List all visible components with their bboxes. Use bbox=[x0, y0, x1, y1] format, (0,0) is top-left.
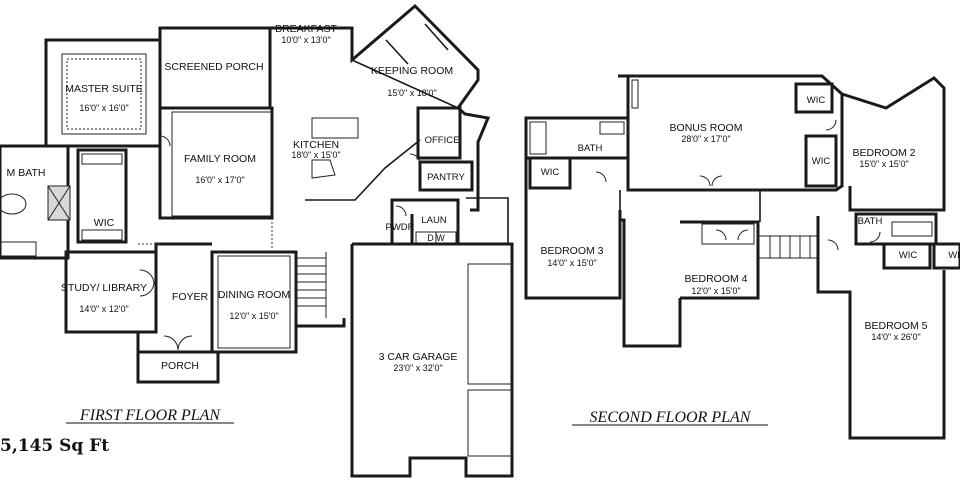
wic-mid-label: WIC bbox=[812, 156, 831, 167]
laundry-label: LAUN bbox=[421, 215, 446, 226]
study-label: STUDY/ LIBRARY bbox=[61, 282, 147, 294]
family-room-label: FAMILY ROOM bbox=[184, 153, 256, 165]
wic-left-walls bbox=[528, 156, 572, 190]
master-suite-label: MASTER SUITE bbox=[65, 83, 143, 95]
kitchen-label: KITCHEN bbox=[293, 139, 339, 151]
master-suite-dims: 16'0" x 16'0" bbox=[79, 103, 128, 113]
dining-room-label: DINING ROOM bbox=[218, 289, 290, 301]
breakfast-keeping-walls bbox=[270, 3, 491, 212]
pantry-label: PANTRY bbox=[427, 172, 465, 183]
wic-left-label: WIC bbox=[541, 167, 560, 178]
powder-room-label: PWDR bbox=[385, 222, 414, 233]
bedroom-3-walls bbox=[524, 158, 622, 300]
breakfast-label: BREAKFAST bbox=[275, 23, 337, 35]
bedroom-2-walls bbox=[841, 76, 946, 212]
garage-dims: 23'0" x 32'0" bbox=[393, 363, 442, 373]
wic-far-right-walls bbox=[932, 242, 960, 270]
bath-upper-label: BATH bbox=[578, 143, 603, 154]
wic-upper-walls bbox=[794, 82, 834, 114]
wic-label: WIC bbox=[94, 217, 115, 229]
porch-walls bbox=[136, 350, 220, 384]
keeping-room-label: KEEPING ROOM bbox=[371, 65, 453, 77]
square-footage: 5,145 Sq Ft bbox=[0, 436, 110, 456]
wic-right-label: WIC bbox=[899, 250, 918, 261]
first-floor-title: FIRST FLOOR PLAN bbox=[79, 407, 221, 424]
kitchen-dims: 18'0" x 15'0" bbox=[291, 150, 340, 160]
second-floor-plan bbox=[524, 74, 960, 440]
wic-upper-label: WIC bbox=[807, 95, 826, 106]
dining-room-walls bbox=[210, 250, 298, 354]
bedroom-2-label: BEDROOM 2 bbox=[852, 147, 915, 159]
bedroom-5-label: BEDROOM 5 bbox=[864, 320, 927, 332]
bedroom-4-label: BEDROOM 4 bbox=[684, 273, 747, 285]
bedroom-5-dims: 14'0" x 26'0" bbox=[871, 332, 920, 342]
office-walls bbox=[416, 106, 462, 160]
bedroom-4-walls bbox=[680, 220, 760, 300]
bath-upper-walls bbox=[524, 116, 630, 160]
bedroom-5-walls bbox=[816, 216, 946, 440]
wic-walls bbox=[76, 148, 128, 244]
first-floor-stairs bbox=[295, 252, 327, 318]
breakfast-dims: 10'0" x 13'0" bbox=[281, 35, 330, 45]
study-dims: 14'0" x 12'0" bbox=[79, 304, 128, 314]
wic-mid-walls bbox=[804, 134, 838, 188]
first-floor-plan bbox=[0, 3, 514, 478]
bath-right-label: BATH bbox=[858, 216, 883, 227]
family-room-dims: 16'0" x 17'0" bbox=[195, 175, 244, 185]
second-floor-stairs bbox=[758, 235, 818, 259]
dining-room-dims: 12'0" x 15'0" bbox=[229, 311, 278, 321]
bonus-room-dims: 28'0" x 17'0" bbox=[681, 134, 730, 144]
bedroom-3-dims: 14'0" x 15'0" bbox=[547, 258, 596, 268]
porch-label: PORCH bbox=[161, 360, 199, 372]
bonus-room-walls bbox=[618, 74, 844, 192]
study-walls bbox=[64, 250, 158, 334]
wic-right-walls bbox=[882, 242, 932, 270]
keeping-room-dims: 15'0" x 18'0" bbox=[387, 88, 436, 98]
garage-label: 3 CAR GARAGE bbox=[379, 351, 458, 363]
bedroom-3-label: BEDROOM 3 bbox=[540, 245, 603, 257]
bedroom-2-dims: 15'0" x 15'0" bbox=[859, 159, 908, 169]
office-label: OFFICE bbox=[425, 135, 460, 146]
pantry-walls bbox=[418, 160, 474, 192]
dishwasher-label: D W bbox=[427, 233, 445, 243]
bedroom-4-dims: 12'0" x 15'0" bbox=[691, 286, 740, 296]
bonus-room-label: BONUS ROOM bbox=[670, 122, 743, 134]
wic-far-right-label: WI bbox=[948, 250, 960, 261]
screened-porch-label: SCREENED PORCH bbox=[164, 61, 263, 73]
foyer-label: FOYER bbox=[172, 291, 209, 303]
master-bath-label: M BATH bbox=[7, 167, 46, 179]
second-floor-title: SECOND FLOOR PLAN bbox=[590, 409, 752, 426]
